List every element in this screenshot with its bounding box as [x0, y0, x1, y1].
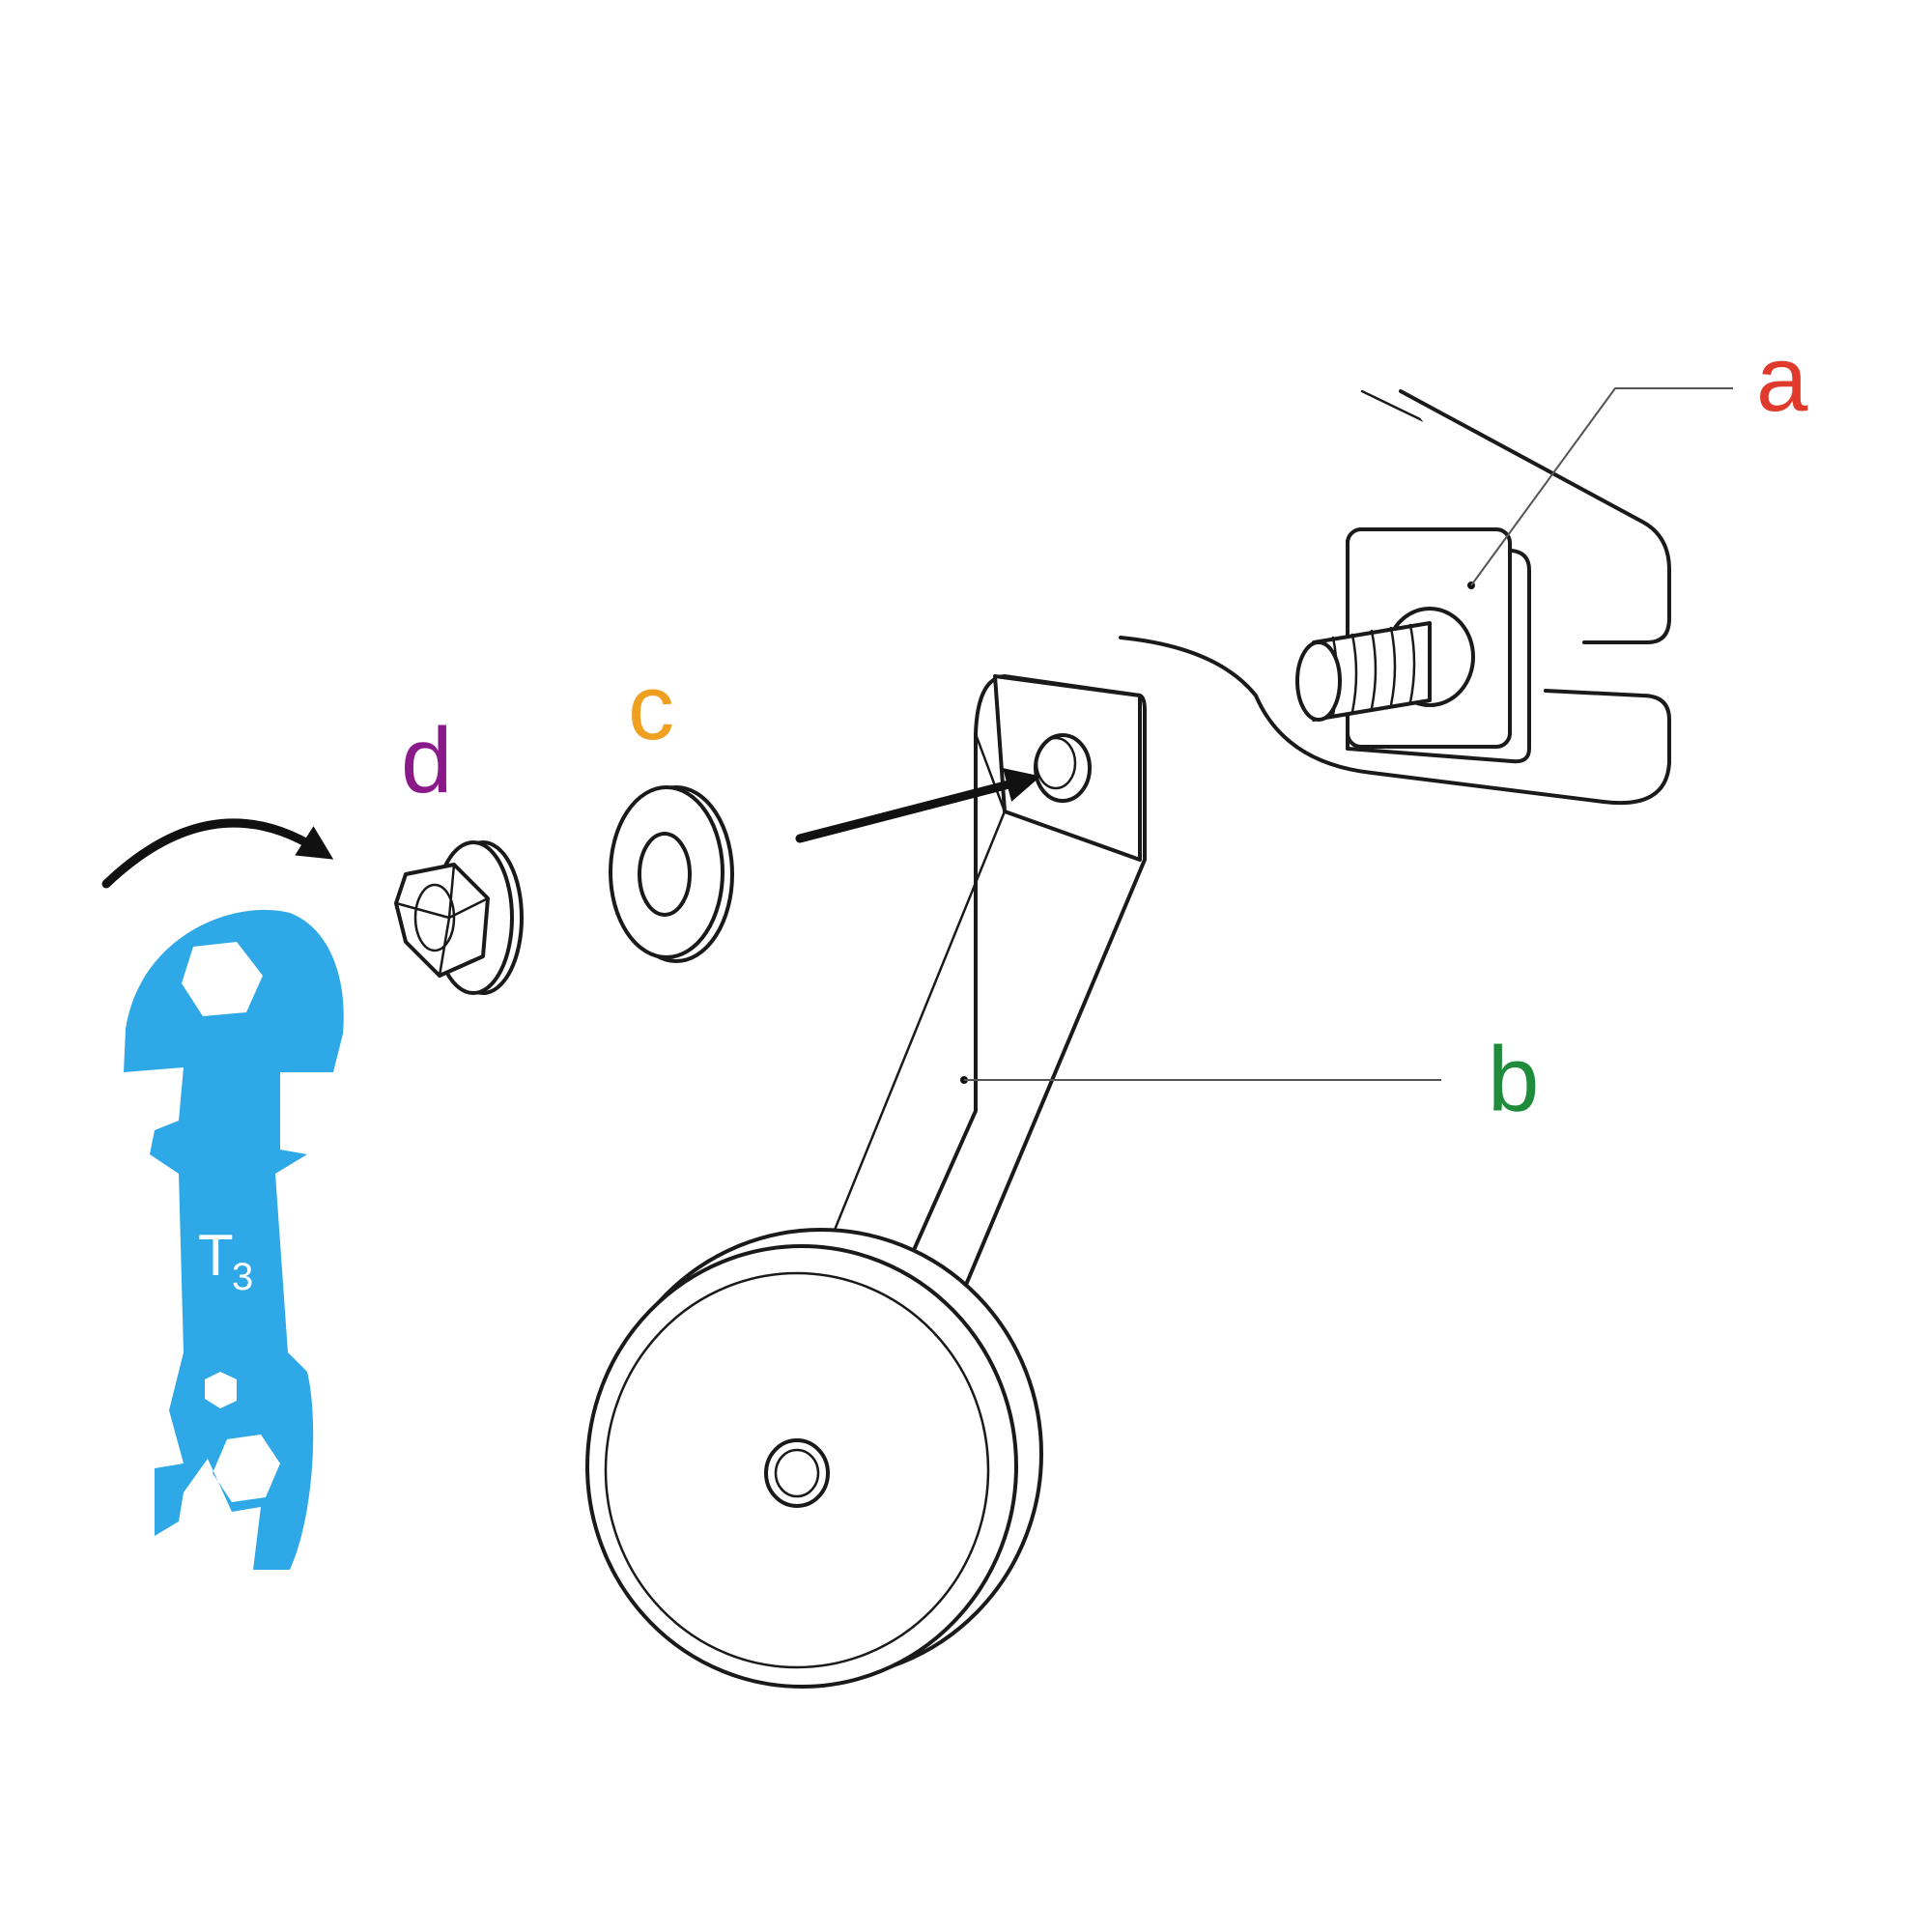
- wrench-marking-main: T: [198, 1223, 234, 1288]
- label-b: b: [1488, 1028, 1539, 1131]
- wrench-marking-sub: 3: [232, 1256, 253, 1298]
- wrench-tool: T 3: [124, 909, 344, 1570]
- label-a: a: [1756, 327, 1808, 431]
- flange-nut: [394, 840, 524, 995]
- label-d: d: [401, 709, 452, 812]
- label-c: c: [628, 656, 674, 759]
- stabilizer-arm-wheel: [585, 674, 1147, 1689]
- leader-line-a: [1470, 387, 1733, 586]
- washer: [609, 785, 734, 963]
- insert-arrow-icon: [795, 768, 1041, 843]
- square-nut-bolt: [1295, 527, 1531, 764]
- clockwise-arrow-icon: [101, 818, 334, 889]
